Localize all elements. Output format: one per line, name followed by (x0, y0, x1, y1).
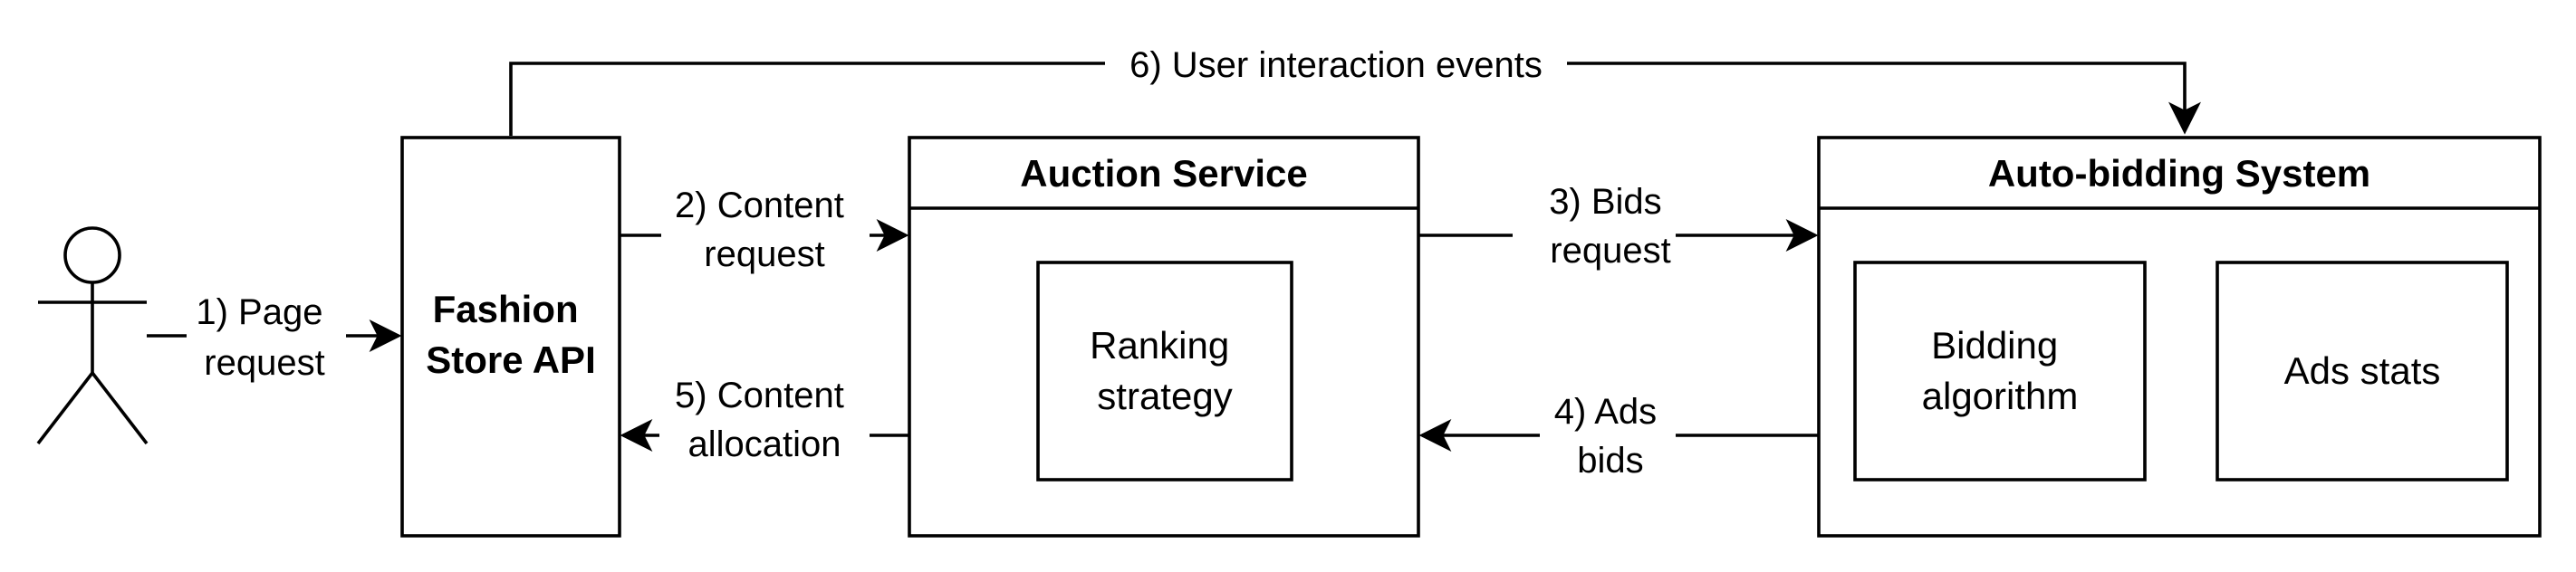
bidding-algorithm-label-line2: algorithm (1922, 375, 2079, 417)
ranking-strategy-label-line2: strategy (1097, 375, 1232, 417)
bidding-algorithm-node: Bidding algorithm (1853, 261, 2147, 481)
svg-text:Ranking strategy: Ranking strategy (1090, 324, 1240, 417)
ranking-strategy-label-line1: Ranking (1090, 324, 1229, 367)
edge-page-request-label: 1) Page request (196, 292, 332, 383)
edge-content-request-label: 2) Content request (675, 186, 854, 274)
auto-bidding-system-title: Auto-bidding System (1988, 152, 2370, 195)
bidding-algorithm-label-line1: Bidding (1931, 324, 2058, 367)
fashion-store-api-label-line2: Store API (426, 338, 595, 381)
user-actor-icon (36, 226, 149, 445)
fashion-store-api-node: Fashion Store API (400, 136, 621, 538)
edge-ads-bids-label: 4) Ads bids (1554, 392, 1668, 481)
svg-text:Fashion Store API: Fashion Store API (426, 288, 595, 381)
svg-text:Bidding algorithm: Bidding algorithm (1922, 324, 2079, 417)
edge-bids-request-label: 3) Bids request (1549, 182, 1672, 271)
ads-stats-label: Ads stats (2284, 349, 2441, 392)
auction-service-title: Auction Service (1020, 152, 1307, 195)
edge-user-interaction-label: 6) User interaction events (1129, 45, 1543, 85)
fashion-store-api-label-line1: Fashion (433, 288, 579, 330)
ads-stats-node: Ads stats (2216, 261, 2509, 481)
edge-content-allocation-label: 5) Content allocation (675, 376, 854, 464)
ranking-strategy-node: Ranking strategy (1036, 261, 1293, 481)
